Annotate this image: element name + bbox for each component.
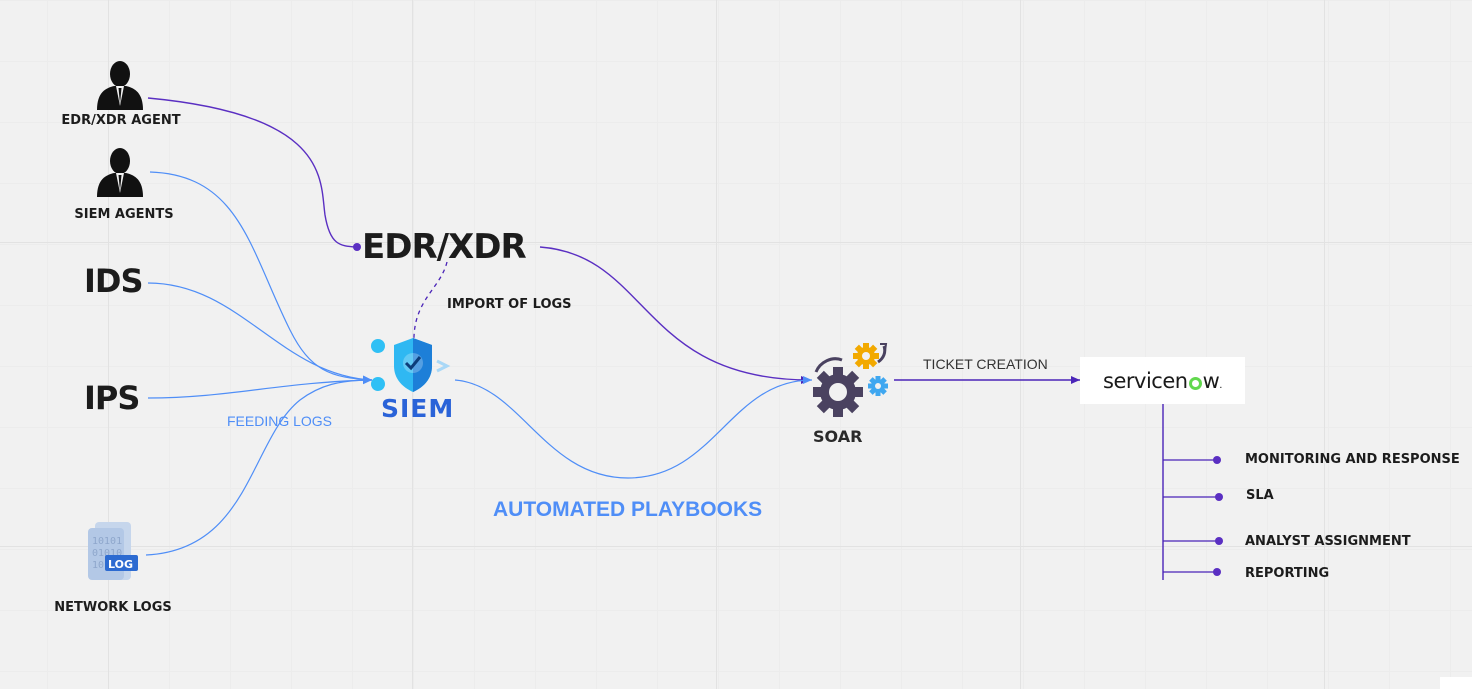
- edge-siem-agents-to-siem: [149, 171, 373, 384]
- corner-widget: [1440, 677, 1472, 689]
- siem-node-label: SIEM: [381, 394, 455, 423]
- import-of-logs-label: IMPORT OF LOGS: [447, 297, 572, 312]
- ticket-creation-label: TICKET CREATION: [923, 356, 1048, 372]
- edr-agent-label: EDR/XDR AGENT: [61, 113, 181, 128]
- ticket-item-sla: SLA: [1246, 488, 1274, 503]
- servicenow-o-icon: [1188, 376, 1202, 390]
- servicenow-wordmark: servicen w.: [1103, 369, 1222, 393]
- edge-ids-to-siem: [147, 282, 373, 384]
- servicenow-logo: servicen w.: [1080, 357, 1245, 404]
- network-logs-label: NETWORK LOGS: [54, 600, 172, 615]
- edge-siem-to-soar-playbooks: [454, 376, 813, 479]
- log-badge: LOG: [108, 558, 133, 571]
- edge-edr-agent-to-edr: [147, 97, 357, 248]
- feeding-logs-label: FEEDING LOGS: [227, 413, 333, 429]
- binary-line-2: 01010: [92, 548, 122, 559]
- ids-label: IDS: [84, 262, 144, 300]
- ticket-branch-dot-3: [1215, 537, 1223, 545]
- binary-line-3: 10: [92, 560, 104, 571]
- edge-edr-to-siem-import: [413, 261, 448, 346]
- edge-network-logs-to-siem: [145, 376, 373, 556]
- siem-shield-icon: [371, 338, 451, 392]
- ticket-branch-dot-2: [1215, 493, 1223, 501]
- soar-gears-icon: [813, 343, 888, 417]
- edr-xdr-node: EDR/XDR: [362, 227, 527, 267]
- automated-playbooks-label: AUTOMATED PLAYBOOKS: [493, 498, 763, 521]
- servicenow-text-start: servicen: [1103, 368, 1188, 393]
- ticket-branch-dot-1: [1213, 456, 1221, 464]
- siem-agents-label: SIEM AGENTS: [74, 207, 174, 222]
- edr-agent-person-icon: [97, 61, 143, 110]
- edge-ips-to-siem: [147, 376, 373, 399]
- ticket-item-analyst-assignment: ANALYST ASSIGNMENT: [1245, 534, 1411, 549]
- servicenow-dot: .: [1219, 379, 1222, 391]
- ticket-item-monitoring: MONITORING AND RESPONSE: [1245, 452, 1460, 467]
- soar-node-label: SOAR: [813, 427, 863, 446]
- edr-endpoint-dot: [353, 243, 361, 251]
- siem-agent-person-icon: [97, 148, 143, 197]
- network-log-file-icon: 10101 01010 10 LOG: [88, 522, 138, 580]
- servicenow-text-end: w: [1202, 368, 1220, 393]
- ticket-item-reporting: REPORTING: [1245, 566, 1330, 581]
- ticket-branch-dot-4: [1213, 568, 1221, 576]
- ips-label: IPS: [84, 379, 140, 417]
- binary-line-1: 10101: [92, 536, 122, 547]
- edge-edr-to-soar: [539, 246, 811, 384]
